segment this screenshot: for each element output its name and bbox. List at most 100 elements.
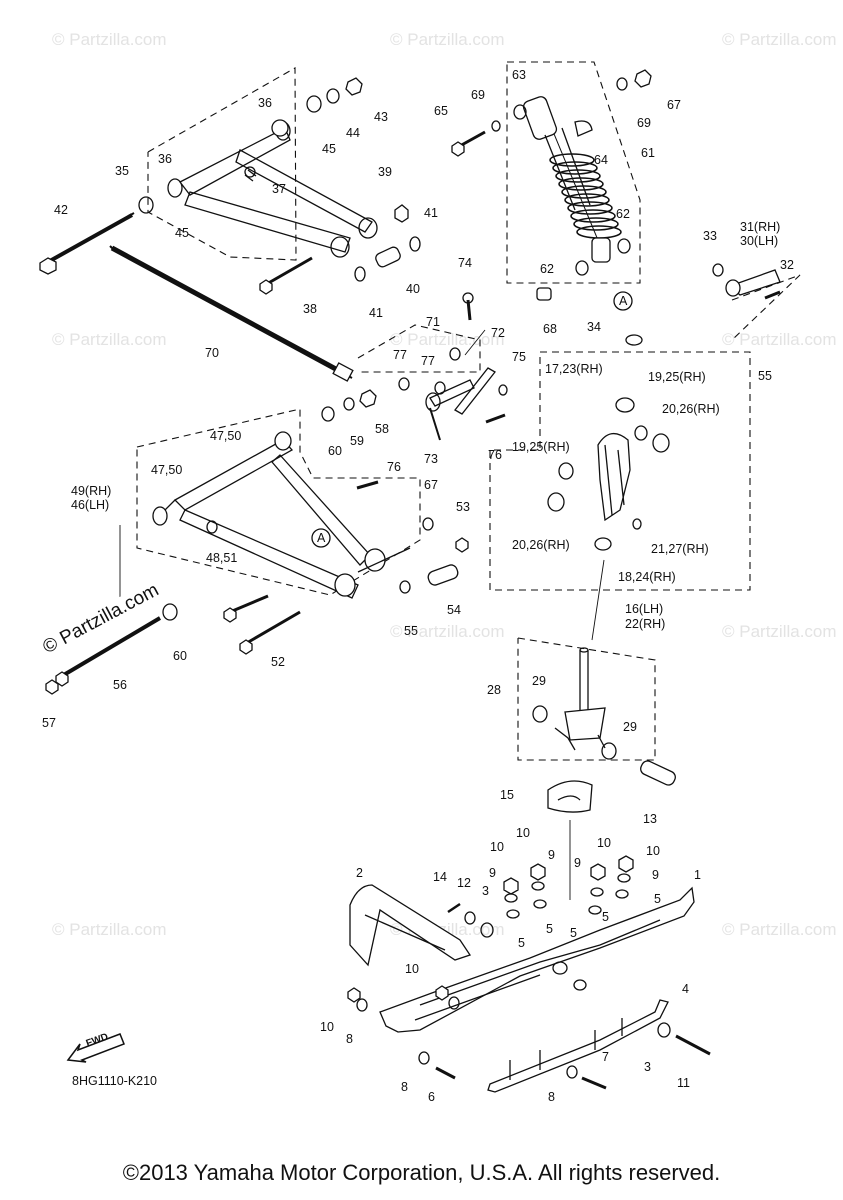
callout-label: 65 (434, 104, 448, 118)
callout-label: 38 (303, 302, 317, 316)
callout-label: 10 (405, 962, 419, 976)
callout-label: 8 (401, 1080, 408, 1094)
callout-label: 5 (518, 936, 525, 950)
callout-label: 40 (406, 282, 420, 296)
ski-assembly (347, 884, 711, 1093)
callout-label: 45 (322, 142, 336, 156)
callout-label: 55 (404, 624, 418, 638)
callout-label: 10 (490, 840, 504, 854)
callout-label: 42 (54, 203, 68, 217)
callout-label: 36 (158, 152, 172, 166)
callout-label: 8 (346, 1032, 353, 1046)
callout-label: 3 (644, 1060, 651, 1074)
callout-label: 22(RH) (625, 617, 666, 631)
callout-label: 9 (489, 866, 496, 880)
callout-label: 10 (646, 844, 660, 858)
callout-label: 44 (346, 126, 360, 140)
callout-label: 2 (356, 866, 363, 880)
watermark: © Partzilla.com (722, 920, 837, 939)
watermark: © Partzilla.com (722, 30, 837, 49)
callout-label: 62 (540, 262, 554, 276)
callout-label: 11 (677, 1076, 690, 1090)
nut-stacks (503, 855, 634, 919)
leader-lines (119, 329, 605, 900)
callout-label: 5 (654, 892, 661, 906)
callout-label: 5 (602, 910, 609, 924)
callout-label: 55 (758, 369, 772, 383)
callout-label: 29 (532, 674, 546, 688)
callout-label: 9 (652, 868, 659, 882)
callout-label: 29 (623, 720, 637, 734)
callout-label: 3 (482, 884, 489, 898)
callout-label: 6 (428, 1090, 435, 1104)
callout-label: 30(LH) (740, 234, 779, 248)
outline-35 (147, 67, 297, 261)
callout-label: 7 (602, 1050, 609, 1064)
callout-label: 75 (512, 350, 526, 364)
callout-label: 8 (548, 1090, 555, 1104)
callout-label: 60 (173, 649, 187, 663)
callout-label: 16(LH) (625, 602, 664, 616)
outline-72 (357, 324, 481, 373)
outline-49 (136, 408, 421, 596)
callout-label: 77 (421, 354, 435, 368)
watermark: © Partzilla.com (722, 622, 837, 641)
callout-label: 61 (641, 146, 655, 160)
callout-label: 17,23(RH) (545, 362, 603, 376)
outline-16 (489, 351, 751, 591)
callout-label: 10 (597, 836, 611, 850)
callout-label: 68 (543, 322, 557, 336)
callout-label: 71 (426, 315, 440, 329)
callout-label: 54 (447, 603, 461, 617)
callout-label: 73 (424, 452, 438, 466)
callout-label: 67 (424, 478, 438, 492)
shaft-70 (109, 245, 354, 382)
callout-label: 62 (616, 207, 630, 221)
callout-label: 10 (320, 1020, 334, 1034)
callout-label: 63 (512, 68, 526, 82)
callout-label: 59 (350, 434, 364, 448)
callout-label: 5 (546, 922, 553, 936)
callout-label: 72 (491, 326, 505, 340)
callout-circle-a (311, 528, 331, 548)
callout-label: A (317, 531, 326, 545)
shock-absorber-61 (451, 69, 652, 301)
callout-label: 13 (643, 812, 657, 826)
callout-label: 47,50 (210, 429, 242, 443)
watermark: © Partzilla.com (52, 30, 167, 49)
callout-label: 12 (457, 876, 471, 890)
callout-label: 57 (42, 716, 56, 730)
outline-61 (506, 61, 641, 284)
outline-28 (517, 637, 656, 761)
watermark: © Partzilla.com (390, 330, 505, 349)
spindle-assembly (547, 263, 781, 551)
callout-label: 49(RH) (71, 484, 112, 498)
callout-label: 34 (587, 320, 601, 334)
callout-label: 76 (488, 448, 502, 462)
callout-label: 37 (272, 182, 286, 196)
callout-label: 48,51 (206, 551, 238, 565)
callout-label: 18,24(RH) (618, 570, 676, 584)
callout-label: 31(RH) (740, 220, 781, 234)
callout-label: A (619, 294, 628, 308)
callout-label: 69 (471, 88, 485, 102)
callout-label: 10 (516, 826, 530, 840)
watermark: © Partzilla.com (52, 920, 167, 939)
callout-label: 56 (113, 678, 127, 692)
callout-label: 52 (271, 655, 285, 669)
watermark: © Partzilla.com (722, 330, 837, 349)
callout-label: 21,27(RH) (651, 542, 709, 556)
callout-label: 4 (682, 982, 689, 996)
callout-label: 60 (328, 444, 342, 458)
callout-label: 1 (694, 868, 701, 882)
callout-label: 36 (258, 96, 272, 110)
outline-32 (731, 274, 801, 341)
spindle-shaft-28 (532, 647, 676, 813)
callout-label: 20,26(RH) (512, 538, 570, 552)
bolt-42 (39, 196, 154, 275)
fwd-arrow-icon (66, 1033, 125, 1063)
callout-label: 20,26(RH) (662, 402, 720, 416)
callout-label: 33 (703, 229, 717, 243)
